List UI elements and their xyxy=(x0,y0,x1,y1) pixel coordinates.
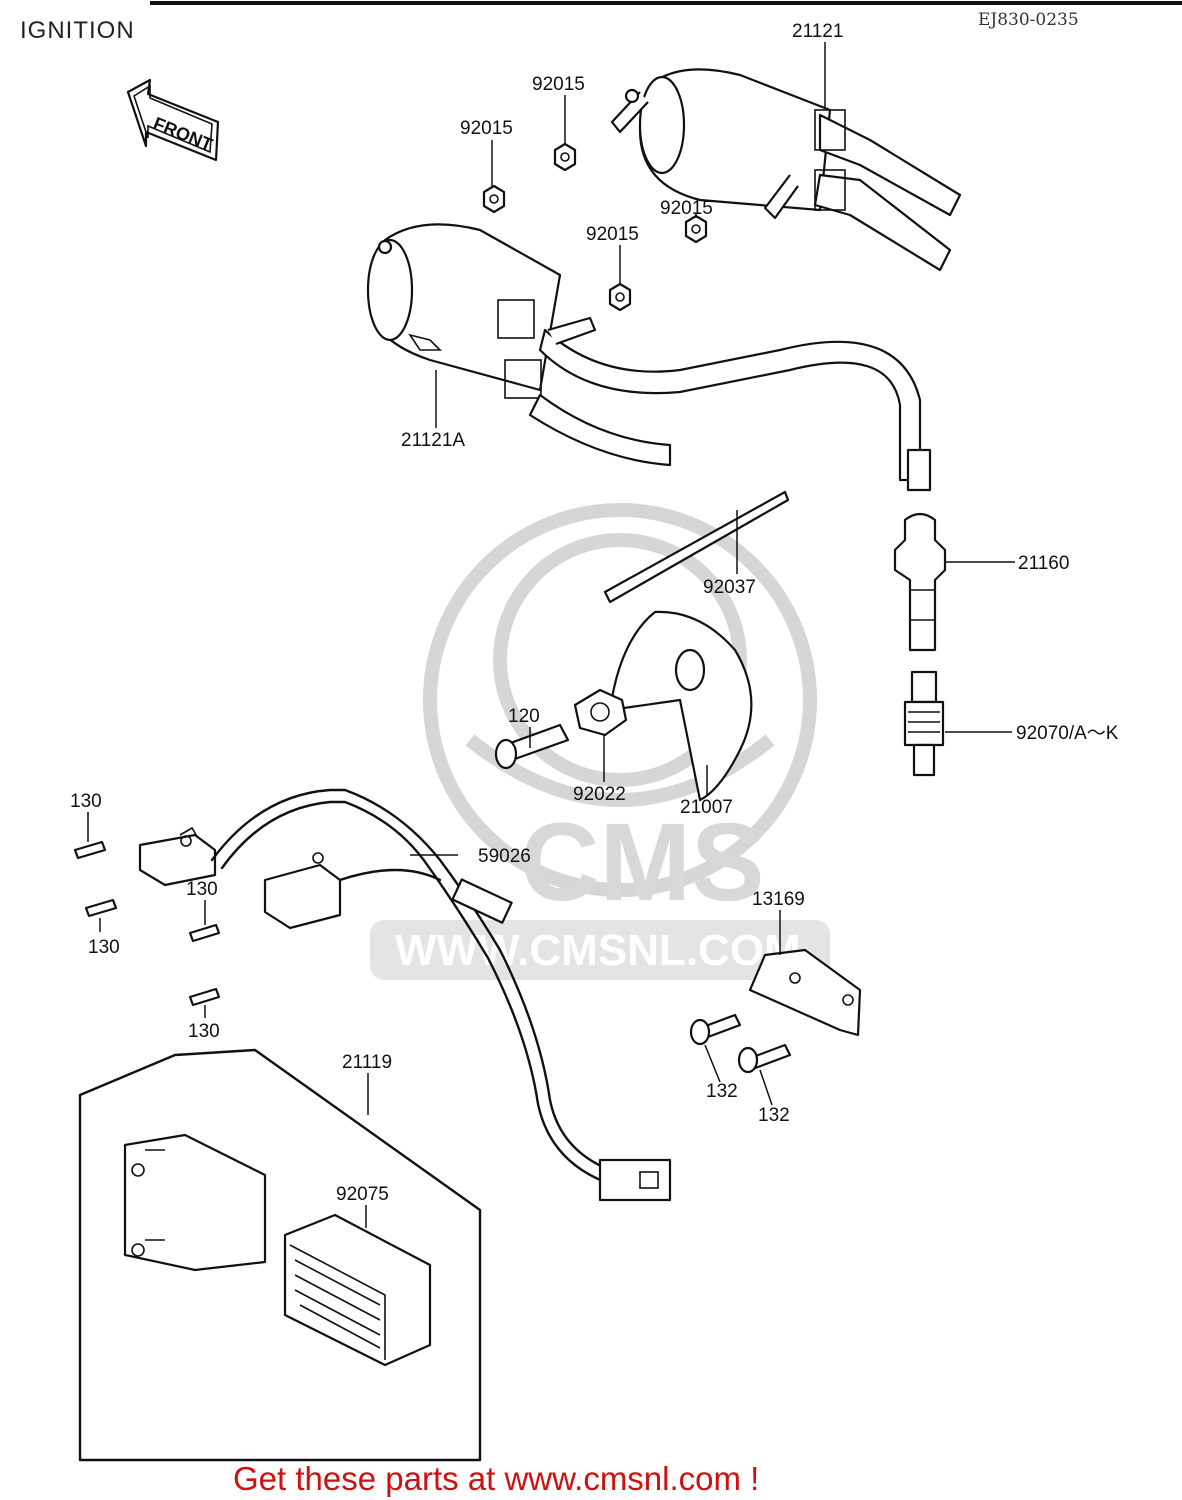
callout-132-a: 132 xyxy=(706,1081,738,1102)
nut-92015-set xyxy=(482,142,708,312)
plug-cap-21160 xyxy=(893,512,947,652)
callout-92070: 92070/A～K xyxy=(1016,723,1119,744)
bolt-120 xyxy=(494,723,570,770)
igniter-92075 xyxy=(283,1213,432,1367)
callout-92022: 92022 xyxy=(573,784,626,805)
callout-130-b: 130 xyxy=(88,937,120,958)
igniter-kit-21119 xyxy=(78,1048,482,1462)
pickup-coil-lower xyxy=(263,852,342,930)
callout-120: 120 xyxy=(508,706,540,727)
callout-13169: 13169 xyxy=(752,889,805,910)
callout-92015-b: 92015 xyxy=(460,118,513,139)
callout-130-c: 130 xyxy=(186,879,218,900)
ignition-coil-21121a xyxy=(366,223,932,492)
strap-92037 xyxy=(603,490,790,604)
callout-92015-a: 92015 xyxy=(532,74,585,95)
watermark-brand: CMS xyxy=(520,801,764,924)
callout-21121a: 21121A xyxy=(401,430,465,451)
callout-130-d: 130 xyxy=(188,1021,220,1042)
nut-92022 xyxy=(573,688,628,737)
callout-59026: 59026 xyxy=(478,846,531,867)
callout-92015-d: 92015 xyxy=(586,224,639,245)
callout-132-b: 132 xyxy=(758,1105,790,1126)
watermark-url: WWW.CMSNL.COM xyxy=(395,926,801,975)
leader-lines xyxy=(87,42,1015,1228)
pickup-coil-upper xyxy=(138,826,217,887)
callout-labels: 21121 92015 92015 92015 92015 21121A 920… xyxy=(70,21,1119,1205)
footer-cta-link[interactable]: Get these parts at www.cmsnl.com ! xyxy=(233,1460,759,1497)
drawing-code: EJ830-0235 xyxy=(978,10,1079,30)
callout-21160: 21160 xyxy=(1018,553,1069,574)
front-arrow-icon: FRONT xyxy=(126,78,220,162)
callout-21119: 21119 xyxy=(342,1052,392,1073)
page-title: IGNITION xyxy=(20,17,135,44)
bracket-13169 xyxy=(748,948,862,1037)
bolt-132-set xyxy=(689,1013,792,1074)
plate-21007 xyxy=(608,610,753,802)
callout-92015-c: 92015 xyxy=(660,198,713,219)
callout-21007: 21007 xyxy=(680,797,733,818)
spark-plug-92070 xyxy=(903,670,945,777)
callout-21121: 21121 xyxy=(792,21,843,42)
wiring-harness-59026 xyxy=(210,788,672,1202)
callout-92075: 92075 xyxy=(336,1184,389,1205)
callout-130-a: 130 xyxy=(70,791,102,812)
bolt-130-set xyxy=(73,840,221,1007)
ignition-coil-21121 xyxy=(610,68,962,272)
callout-92037: 92037 xyxy=(703,577,756,598)
